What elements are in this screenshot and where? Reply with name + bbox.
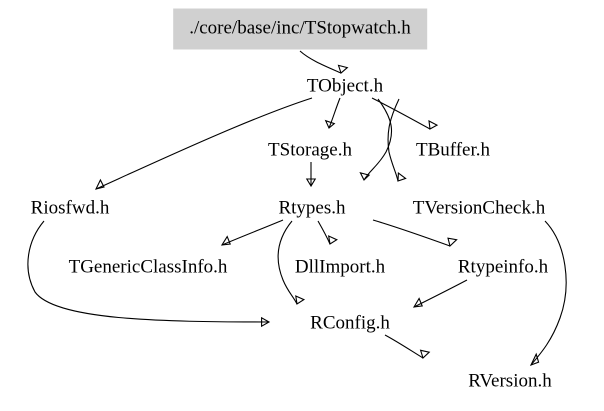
arrowhead-tversioncheck-to-rversion — [529, 352, 540, 366]
edge-rconfig-to-rversion — [384, 334, 424, 359]
graph-node-rversion[interactable]: RVersion.h — [468, 372, 551, 391]
arrowhead-rtypes-to-rtypeinfo — [447, 237, 458, 248]
graph-node-tstorage[interactable]: TStorage.h — [268, 141, 352, 160]
arrowhead-tstopwatch-to-tobject — [337, 64, 349, 74]
graph-node-label: DllImport.h — [294, 256, 386, 278]
graph-node-label: TGenericClassInfo.h — [68, 256, 228, 278]
graph-node-label: TVersionCheck.h — [412, 197, 546, 219]
edge-tobject-to-tbuffer — [371, 97, 431, 130]
graph-node-label: Riosfwd.h — [30, 197, 110, 219]
graph-node-label: RVersion.h — [468, 370, 552, 392]
edge-tversioncheck-to-rversion — [530, 220, 567, 366]
arrowhead-tbuffer-to-tversioncheck — [397, 171, 407, 182]
edge-tobject-to-rtypes — [363, 98, 393, 181]
graph-node-tversioncheck[interactable]: TVersionCheck.h — [413, 199, 545, 218]
graph-node-label: TStorage.h — [268, 139, 352, 161]
arrowhead-rconfig-to-rversion — [419, 349, 431, 360]
arrowhead-tobject-to-tstorage — [324, 119, 336, 129]
arrowhead-tstorage-to-rtypes — [305, 178, 317, 188]
graph-node-dllimport[interactable]: DllImport.h — [295, 258, 385, 277]
graph-node-label: Rtypeinfo.h — [457, 256, 549, 278]
edge-tstopwatch-to-tobject — [299, 50, 342, 74]
graph-node-tstopwatch[interactable]: ./core/base/inc/TStopwatch.h — [173, 8, 427, 50]
graph-node-label: RConfig.h — [310, 312, 390, 334]
graph-node-rconfig[interactable]: RConfig.h — [310, 314, 390, 333]
graph-node-tbuffer[interactable]: TBuffer.h — [416, 141, 490, 160]
graph-node-label: ./core/base/inc/TStopwatch.h — [189, 17, 411, 39]
edge-rtypeinfo-to-rconfig — [413, 279, 468, 308]
arrowhead-rtypeinfo-to-rconfig — [412, 297, 423, 308]
arrowhead-tobject-to-tbuffer — [428, 120, 439, 130]
graph-node-rtypes[interactable]: Rtypes.h — [278, 199, 345, 218]
graph-node-tgenericclassinfo[interactable]: TGenericClassInfo.h — [69, 258, 228, 277]
graph-node-label: Rtypes.h — [278, 197, 346, 219]
graph-node-label: TObject.h — [306, 75, 384, 97]
edge-tobject-to-tstorage — [328, 97, 341, 129]
arrowhead-rtypes-to-tgenericclassinfo — [220, 235, 231, 246]
edge-rtypes-to-dllimport — [317, 220, 331, 245]
edge-rtypes-to-tgenericclassinfo — [221, 219, 284, 246]
graph-node-rtypeinfo[interactable]: Rtypeinfo.h — [458, 258, 548, 277]
arrowhead-tobject-to-rtypes — [359, 171, 371, 181]
edge-rtypes-to-rtypeinfo — [372, 219, 451, 247]
graph-node-riosfwd[interactable]: Riosfwd.h — [31, 199, 110, 218]
arrowhead-rtypes-to-rconfig — [295, 295, 306, 305]
arrowhead-tobject-to-riosfwd — [94, 178, 105, 190]
graph-node-tobject[interactable]: TObject.h — [307, 77, 383, 96]
edge-tbuffer-to-tversioncheck — [387, 98, 400, 182]
arrowhead-riosfwd-to-rconfig — [261, 316, 271, 328]
arrowhead-rtypes-to-dllimport — [327, 235, 338, 245]
graph-node-label: TBuffer.h — [415, 139, 491, 161]
